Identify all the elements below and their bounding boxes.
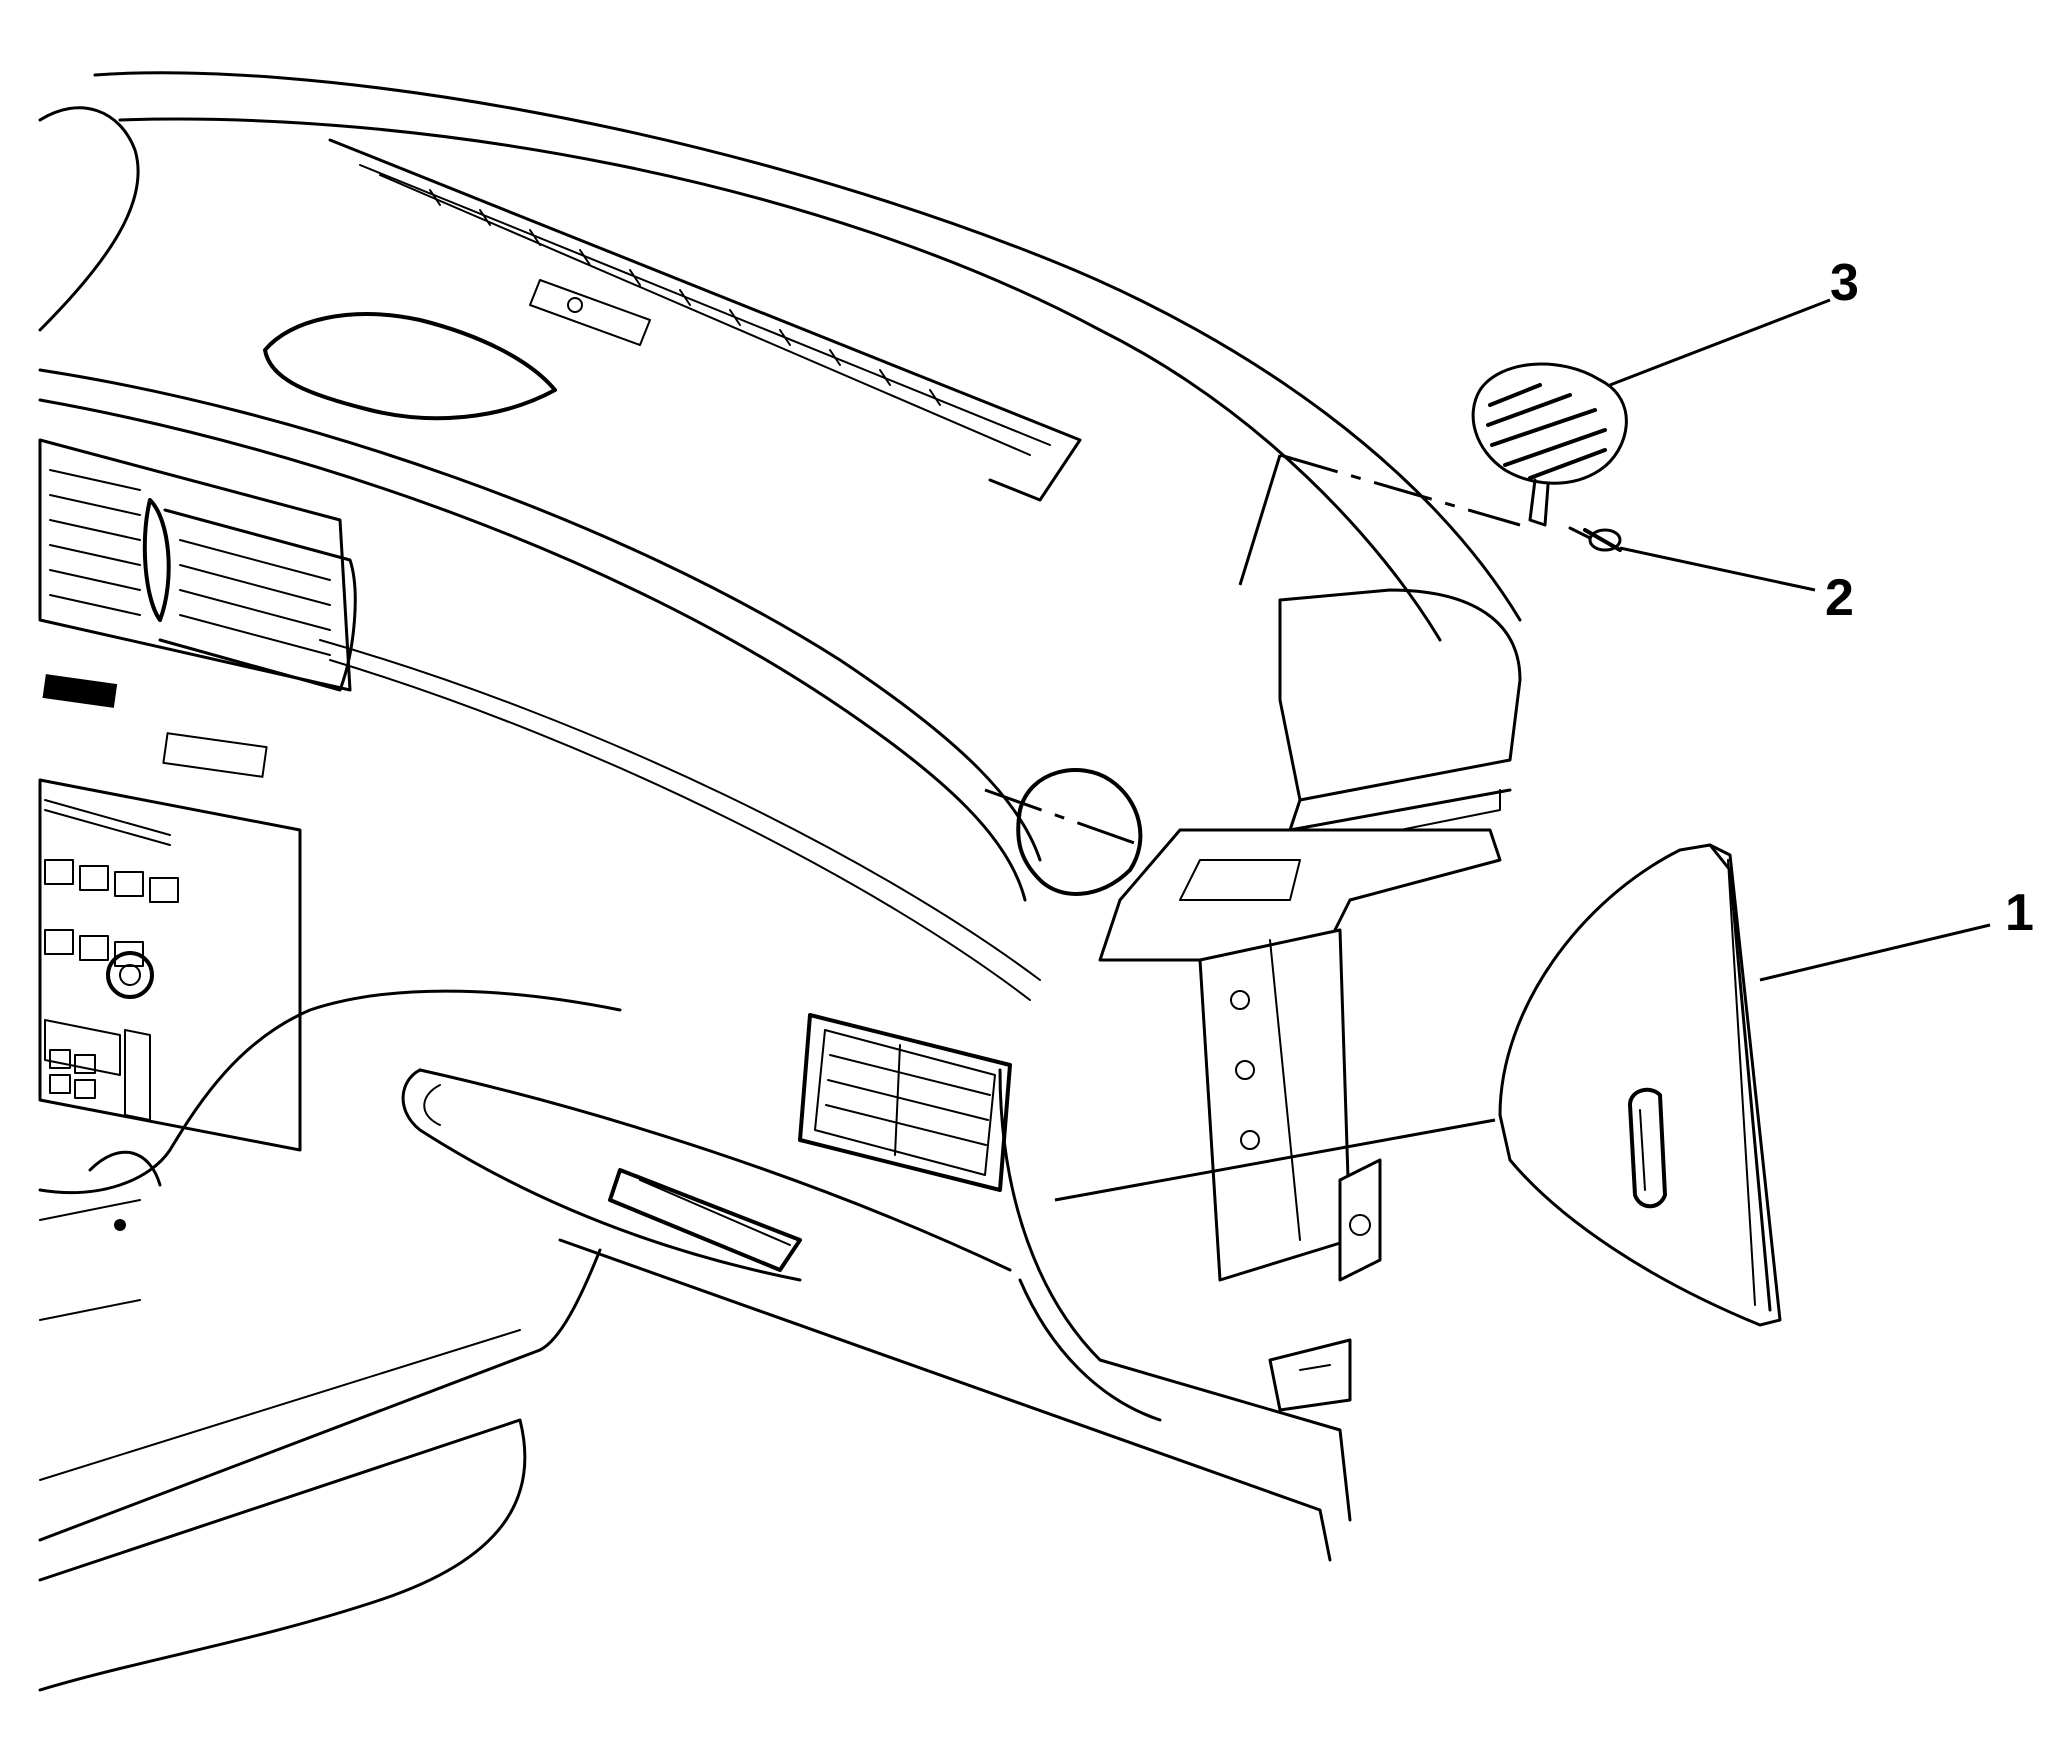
part-1-end-cap [1498,843,1782,1327]
callout-1-leader [1759,923,1991,982]
callout-2-leader [1619,546,1816,592]
explode-line-panel [984,788,1141,847]
callout-1: 1 [2005,884,2034,942]
part-2-screw [1568,526,1622,552]
instrument-panel [38,71,1522,1282]
callout-3-leader [1609,298,1831,387]
explode-line-fastener [1279,453,1521,527]
lower-dash [38,1013,1352,1692]
explode-line-end-cap [1054,1118,1496,1202]
center-stack [38,438,622,1321]
callout-3: 3 [1830,254,1859,312]
callout-2: 2 [1825,569,1854,627]
part-3-clip [1471,362,1628,527]
bracket-line [1238,454,1282,586]
